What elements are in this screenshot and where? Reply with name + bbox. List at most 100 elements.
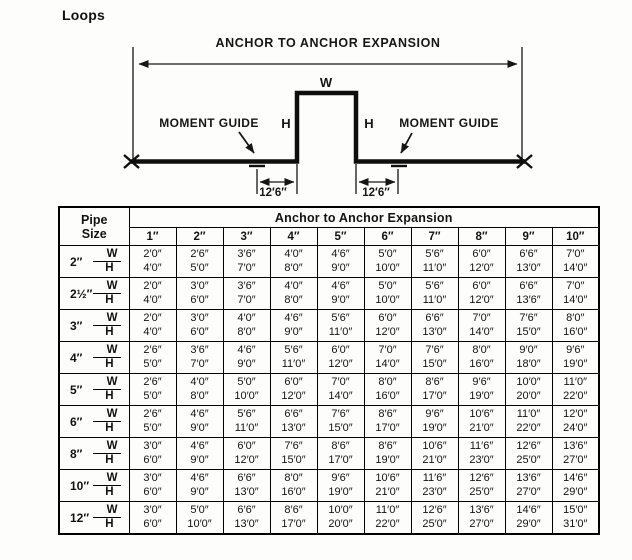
pipe-size-label: 10″ [70,478,90,493]
w-label: W [320,75,333,90]
expansion-table: Pipe Size Anchor to Anchor Expansion 1″2… [58,206,600,535]
w-value: 10′6″ [469,408,494,420]
h-value: 10′0″ [375,261,400,274]
expansion-cell: 12′0″24′0″ [551,405,600,438]
h-value: 6′0″ [190,325,209,338]
h-value: 11′0″ [234,421,259,434]
h-value: 11′0″ [422,293,447,306]
expansion-cell: 6′6″13′0″ [222,469,271,502]
w-row-label: W [92,408,121,422]
expansion-cell: 2′0″4′0″ [128,309,177,342]
expansion-cell: 5′0″10′0″ [175,501,224,535]
moment-guide-leader-arrow-right [400,132,413,154]
expansion-cell: 13′6″27′0″ [551,437,600,470]
w-value: 10′0″ [328,504,353,516]
h-row-label: H [105,422,114,434]
expansion-cell: 4′6″9′0″ [316,277,365,310]
expansion-cell: 8′6″17′0″ [316,437,365,470]
h-value: 12′0″ [375,325,400,338]
w-value: 7′0″ [378,344,397,356]
w-value: 2′6″ [143,344,162,356]
w-value: 3′6″ [237,248,256,260]
w-value: 4′0″ [237,312,256,324]
h-value: 8′0″ [237,325,256,338]
w-value: 4′6″ [190,472,209,484]
expansion-cell: 5′6″11′0″ [222,405,271,438]
w-value: 4′0″ [284,248,303,260]
h-value: 10′0″ [234,389,259,402]
h-value: 14′0″ [328,389,353,402]
dim-left-label: 12′6″ [259,187,287,199]
h-value: 14′0″ [563,293,588,306]
h-value: 31′0″ [563,517,588,530]
expansion-cell: 7′6″15′0″ [410,341,459,374]
expansion-cell: 5′6″11′0″ [316,309,365,342]
w-value: 8′6″ [331,440,350,452]
pipe-size-header-line2: Size [81,226,107,241]
w-value: 2′0″ [143,248,162,260]
w-value: 6′6″ [237,472,256,484]
w-value: 3′0″ [143,472,162,484]
h-value: 13′0″ [234,485,259,498]
h-row-label: H [105,454,114,466]
w-row-label: W [92,312,121,326]
expansion-cell: 3′0″6′0″ [175,309,224,342]
h-value: 6′0″ [143,485,162,498]
expansion-cell: 8′0″16′0″ [457,341,506,374]
w-value: 14′6″ [563,472,588,484]
w-value: 7′0″ [331,376,350,388]
w-value: 3′6″ [190,344,209,356]
pipe-size-label: 8″ [70,446,83,461]
h-value: 10′0″ [187,517,212,530]
w-value: 6′6″ [519,280,538,292]
h-value: 13′0″ [281,421,306,434]
expansion-cell: 6′0″12′0″ [363,309,412,342]
h-value: 10′0″ [375,293,400,306]
h-value: 9′0″ [190,453,209,466]
expansion-cell: 6′0″12′0″ [269,373,318,406]
h-value: 20′0″ [516,389,541,402]
expansion-cell: 4′6″9′0″ [222,341,271,374]
w-value: 9′6″ [425,408,444,420]
h-value: 11′0″ [422,261,447,274]
h-value: 4′0″ [143,325,162,338]
expansion-cell: 13′6″27′0″ [457,501,506,535]
w-value: 8′0″ [284,472,303,484]
w-value: 10′0″ [516,376,541,388]
expansion-cell: 7′6″15′0″ [269,437,318,470]
expansion-cell: 7′0″14′0″ [457,309,506,342]
expansion-cell: 7′6″15′0″ [504,309,553,342]
expansion-cell: 3′0″6′0″ [128,469,177,502]
expansion-cell: 2′6″5′0″ [128,405,177,438]
h-value: 9′0″ [331,261,350,274]
moment-guide-label-right: MOMENT GUIDE [399,116,498,130]
expansion-cell: 6′6″13′6″ [504,277,553,310]
h-value: 17′0″ [422,389,447,402]
h-value: 12′0″ [328,357,353,370]
w-value: 3′0″ [190,280,209,292]
expansion-cell: 14′6″29′0″ [504,501,553,535]
expansion-cell: 5′0″10′0″ [363,277,412,310]
h-value: 16′0″ [375,389,400,402]
h-value: 4′0″ [143,261,162,274]
expansion-cell: 12′6″25′0″ [410,501,459,535]
expansion-cell: 3′0″6′0″ [128,501,177,535]
h-value: 5′0″ [143,421,162,434]
h-value: 13′6″ [516,293,541,306]
h-value: 16′0″ [563,325,588,338]
w-value: 5′6″ [331,312,350,324]
expansion-cell: 7′0″14′0″ [551,277,600,310]
w-value: 4′0″ [190,376,209,388]
w-value: 4′6″ [331,248,350,260]
pipe-size-label: 12″ [70,510,90,525]
w-value: 5′6″ [237,408,256,420]
w-value: 7′6″ [519,312,538,324]
expansion-cell: 11′6″23′0″ [457,437,506,470]
h-value: 17′0″ [281,517,306,530]
